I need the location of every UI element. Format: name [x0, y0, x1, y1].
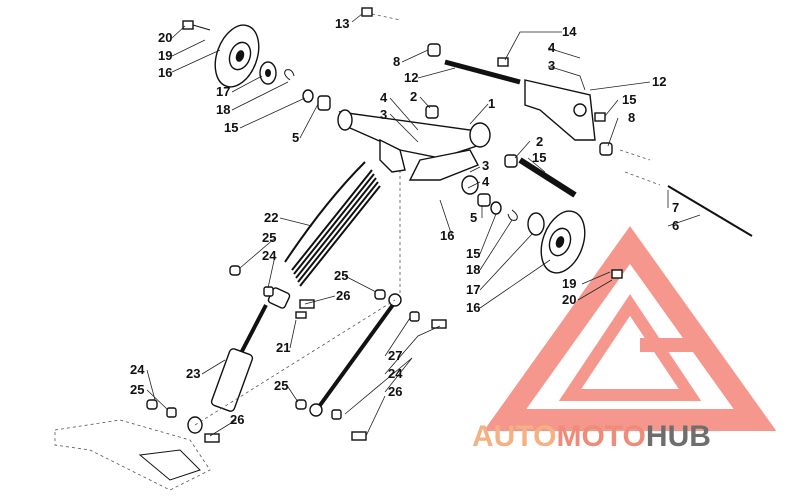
- callout-2: 2: [536, 134, 543, 149]
- callout-17: 17: [466, 282, 480, 297]
- callout-2: 2: [410, 89, 417, 104]
- callout-25: 25: [334, 268, 348, 283]
- bearing-17-upper: [259, 61, 277, 85]
- callout-25: 25: [262, 230, 276, 245]
- shaft-6: [667, 185, 753, 237]
- callout-18: 18: [216, 102, 230, 117]
- shaft-10: [444, 59, 521, 85]
- shaft-13: [518, 157, 577, 198]
- callout-24: 24: [262, 248, 277, 263]
- callout-18: 18: [466, 262, 480, 277]
- callout-24: 24: [130, 362, 145, 377]
- callout-25: 25: [274, 378, 288, 393]
- callout-3: 3: [548, 58, 555, 73]
- callout-25: 25: [130, 382, 144, 397]
- callout-12: 15: [622, 92, 636, 107]
- callout-19: 19: [562, 276, 576, 291]
- callout-15: 15: [224, 120, 238, 135]
- callout-19: 19: [158, 48, 172, 63]
- callout-20: 20: [158, 30, 172, 45]
- idler-wheel-lower-right: [490, 201, 623, 279]
- callout-27: 27: [388, 348, 402, 363]
- shock-spring: [284, 161, 381, 287]
- callout-20: 20: [562, 292, 576, 307]
- callout-1: 1: [488, 96, 495, 111]
- idler-wheel-upper-left: [214, 24, 260, 88]
- callout-8: 8: [393, 54, 400, 69]
- rear-arm: [337, 109, 491, 195]
- callout-15: 15: [466, 246, 480, 261]
- watermark-text: AUTOMOTOHUB: [472, 420, 711, 453]
- spacer-15-upper: [302, 89, 314, 103]
- callout-5: 5: [470, 210, 477, 225]
- callout-7: 7: [672, 200, 679, 215]
- watermark-logo: [483, 226, 777, 431]
- callout-16: 16: [158, 65, 172, 80]
- hardware-left: [146, 265, 447, 443]
- shock-absorber: [187, 287, 291, 434]
- svg-text:AUTOMOTOHUB: AUTOMOTOHUB: [472, 420, 711, 453]
- watermark-auto: AUTO: [472, 420, 556, 453]
- watermark-hub: HUB: [646, 420, 711, 453]
- callout-26: 26: [230, 412, 244, 427]
- callout-23: 23: [186, 366, 200, 381]
- callout-16: 16: [466, 300, 480, 315]
- callout-5: 5: [292, 130, 299, 145]
- callout-14: 16: [440, 228, 454, 243]
- centerlines: [371, 13, 661, 300]
- callout-4: 4: [380, 90, 388, 105]
- callout-13: 15: [532, 150, 546, 165]
- callout-12: 14: [562, 24, 577, 39]
- bushing-5-upper: [317, 95, 331, 111]
- callout-labels: 13 20 19 16 17 18 15 5 4 3 2 1 8 12 14 4…: [130, 16, 679, 427]
- callout-21: 21: [276, 340, 290, 355]
- callout-22: 22: [264, 210, 278, 225]
- leader-lines: [146, 13, 701, 437]
- callout-26: 26: [388, 384, 402, 399]
- link-27: [309, 293, 402, 417]
- callout-8: 8: [628, 110, 635, 125]
- snap-ring-18-upper: [284, 69, 295, 81]
- callout-4: 4: [548, 40, 556, 55]
- bracket-9: [524, 79, 596, 141]
- lower-frame-mount: [54, 299, 396, 491]
- callout-17: 17: [216, 84, 230, 99]
- watermark-moto: MOTO: [556, 420, 645, 453]
- callout-10: 12: [404, 70, 418, 85]
- callout-4: 4: [482, 174, 490, 189]
- callout-26: 26: [336, 288, 350, 303]
- callout-11: 13: [335, 16, 349, 31]
- callout-6: 6: [672, 218, 679, 233]
- bolt-20-upper: [182, 20, 211, 31]
- callout-3: 3: [482, 158, 489, 173]
- callout-3: 3: [380, 107, 387, 122]
- callout-24: 24: [388, 366, 403, 381]
- callout-9: 12: [652, 74, 666, 89]
